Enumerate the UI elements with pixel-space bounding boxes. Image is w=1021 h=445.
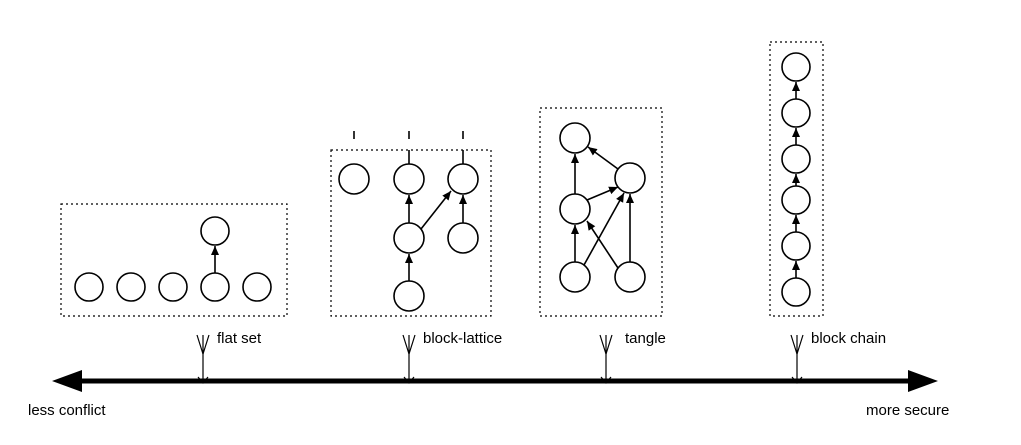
flat-set-node [200, 216, 230, 246]
block-chain-structure [769, 41, 824, 317]
axis-left-label: less conflict [28, 402, 106, 419]
tangle-structure [539, 107, 663, 317]
tangle-node [559, 261, 591, 293]
tangle-node [559, 193, 591, 225]
block-chain-box [769, 41, 824, 317]
flat-set-node [200, 272, 230, 302]
tangle-edge [583, 192, 625, 266]
tangle-edge [586, 220, 619, 269]
axis-marker-flat-set [196, 334, 210, 384]
flat-set-node [158, 272, 188, 302]
axis-right-arrowhead [908, 370, 938, 392]
block-chain-label: block chain [811, 330, 887, 347]
lattice-node [447, 222, 479, 254]
block-lattice-box [330, 149, 492, 317]
chain-node [781, 277, 811, 307]
flat-set-node [242, 272, 272, 302]
tangle-edge [587, 146, 619, 170]
tangle-node [614, 162, 646, 194]
spectrum-axis [52, 370, 938, 392]
flat-set-box [60, 203, 288, 317]
axis-marker-block-chain [790, 334, 804, 384]
lattice-edge [420, 190, 452, 230]
chain-node [781, 231, 811, 261]
axis-right-label: more secure [866, 402, 950, 419]
tangle-label: tangle [625, 330, 666, 347]
tangle-node [614, 261, 646, 293]
flat-set-structure [60, 203, 288, 317]
tangle-edge [586, 186, 619, 201]
flat-set-label: flat set [217, 330, 262, 347]
tangle-box [539, 107, 663, 317]
lattice-node [338, 163, 370, 195]
lattice-node [447, 163, 479, 195]
axis-marker-block-lattice [402, 334, 416, 384]
flat-set-node [116, 272, 146, 302]
lattice-node [393, 163, 425, 195]
chain-node [781, 185, 811, 215]
lattice-node [393, 222, 425, 254]
chain-node [781, 144, 811, 174]
chain-node [781, 52, 811, 82]
axis-marker-tangle [599, 334, 613, 384]
block-lattice-structure [330, 131, 492, 317]
tangle-node [559, 122, 591, 154]
lattice-node [393, 280, 425, 312]
block-lattice-label: block-lattice [423, 330, 503, 347]
chain-node [781, 98, 811, 128]
flat-set-node [74, 272, 104, 302]
axis-left-arrowhead [52, 370, 82, 392]
